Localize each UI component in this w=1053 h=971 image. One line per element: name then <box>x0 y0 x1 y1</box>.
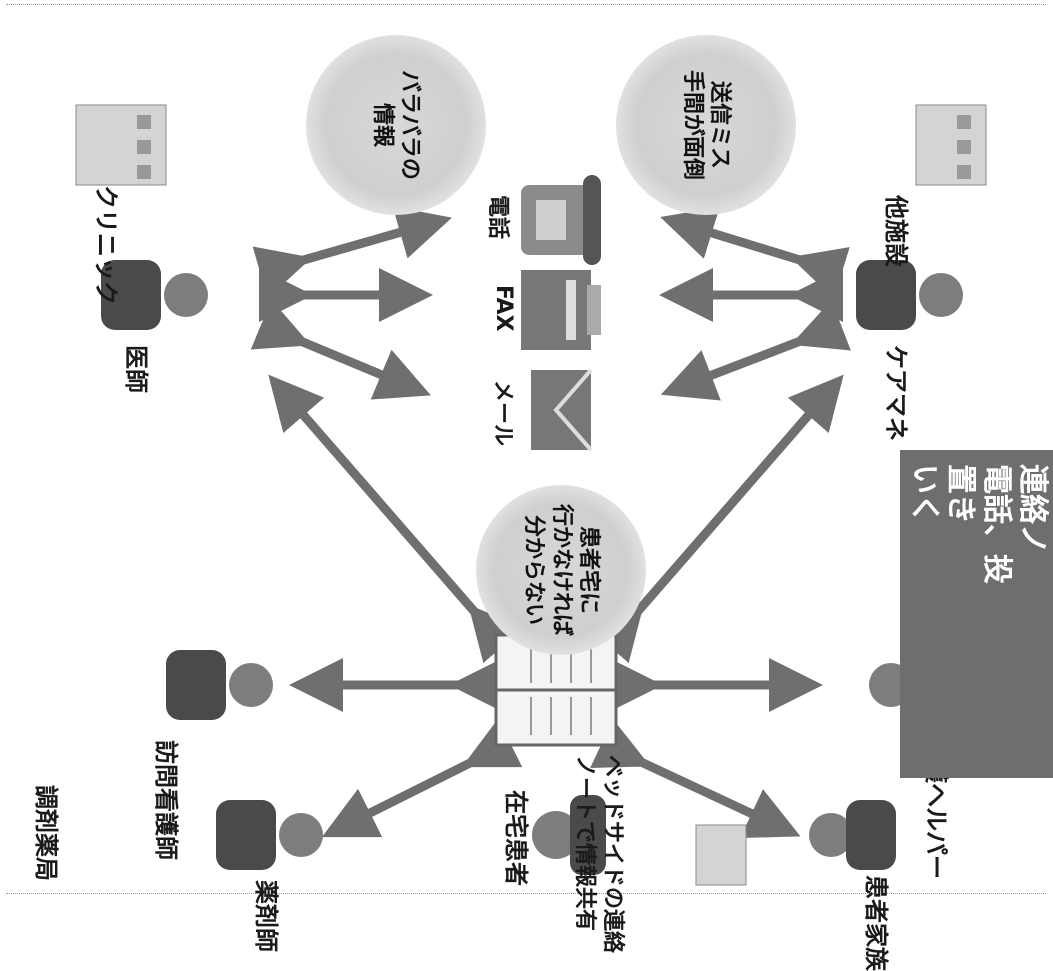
label-care-manager: ケアマネ <box>881 345 916 441</box>
bubble-must-visit: 患者宅に 行かなければ 分からない <box>476 485 646 655</box>
arrow-doctor-phone <box>286 225 426 265</box>
callout-line3: 置き <box>942 464 978 764</box>
label-clinic: クリニック <box>91 185 126 305</box>
label-pharmacy: 調剤薬局 <box>31 785 66 881</box>
bubble-visit-line3: 分からない <box>520 504 548 636</box>
fax-label: FAX <box>491 285 516 332</box>
arrow-notebook-family <box>626 755 776 825</box>
notebook-caption-line2: ノートで情報共有 <box>571 755 599 953</box>
arrow-notebook-doctor <box>286 395 486 625</box>
pharmacist-figure <box>216 800 323 870</box>
arrow-caremgr-phone <box>686 225 816 265</box>
callout-line2: 電話、投 <box>978 464 1014 764</box>
arrow-caremgr-mail <box>686 335 816 385</box>
notebook-caption: ベッドサイドの連絡 ノートで情報共有 <box>571 755 626 953</box>
bubble-visit-line2: 行かなければ <box>547 504 575 636</box>
care-manager-figure <box>856 260 963 330</box>
house-building <box>696 825 746 885</box>
label-home-patient: 在宅患者 <box>501 790 536 886</box>
clinic-building <box>76 105 166 185</box>
telephone-icon <box>521 175 601 265</box>
bubble-scattered-line1: バラバラの <box>396 70 424 180</box>
label-visiting-nurse: 訪問看護師 <box>151 740 186 860</box>
label-patient-family: 患者家族 <box>861 875 896 971</box>
phone-label: 電話 <box>484 195 516 239</box>
patient-family-figure <box>809 800 896 870</box>
rotated-diagram: バラバラの 情報 送信ミス 手間が面倒 患者宅に 行かなければ 分からない 電話… <box>6 0 1046 895</box>
label-doctor: 医師 <box>121 345 156 393</box>
arrow-notebook-caremgr <box>626 395 826 625</box>
callout-line1: 連絡ノ <box>1014 464 1050 764</box>
mail-label: メール <box>489 380 521 446</box>
diagram-frame: バラバラの 情報 送信ミス 手間が面倒 患者宅に 行かなければ 分からない 電話… <box>6 4 1046 894</box>
bubble-visit-line1: 患者宅に <box>575 504 603 636</box>
callout-box: 連絡ノ 電話、投 置き いく <box>900 450 1053 778</box>
label-other-facility: 他施設 <box>881 195 916 267</box>
bubble-mistake-line1: 送信ミス <box>706 70 734 180</box>
arrow-doctor-mail <box>286 335 406 385</box>
label-pharmacist: 薬剤師 <box>251 880 286 952</box>
arrow-notebook-pharmacist <box>346 755 486 825</box>
bubble-scattered-info: バラバラの 情報 <box>306 35 486 215</box>
bubble-mistake-line2: 手間が面倒 <box>679 70 707 180</box>
other-facility-building <box>916 105 986 185</box>
envelope-icon <box>531 370 591 450</box>
visiting-nurse-figure <box>166 650 273 720</box>
bubble-send-mistake: 送信ミス 手間が面倒 <box>616 35 796 215</box>
bubble-scattered-line2: 情報 <box>369 70 397 180</box>
callout-line4: いく <box>906 464 942 764</box>
fax-machine-icon <box>521 270 601 350</box>
notebook-caption-line1: ベッドサイドの連絡 <box>599 755 627 953</box>
